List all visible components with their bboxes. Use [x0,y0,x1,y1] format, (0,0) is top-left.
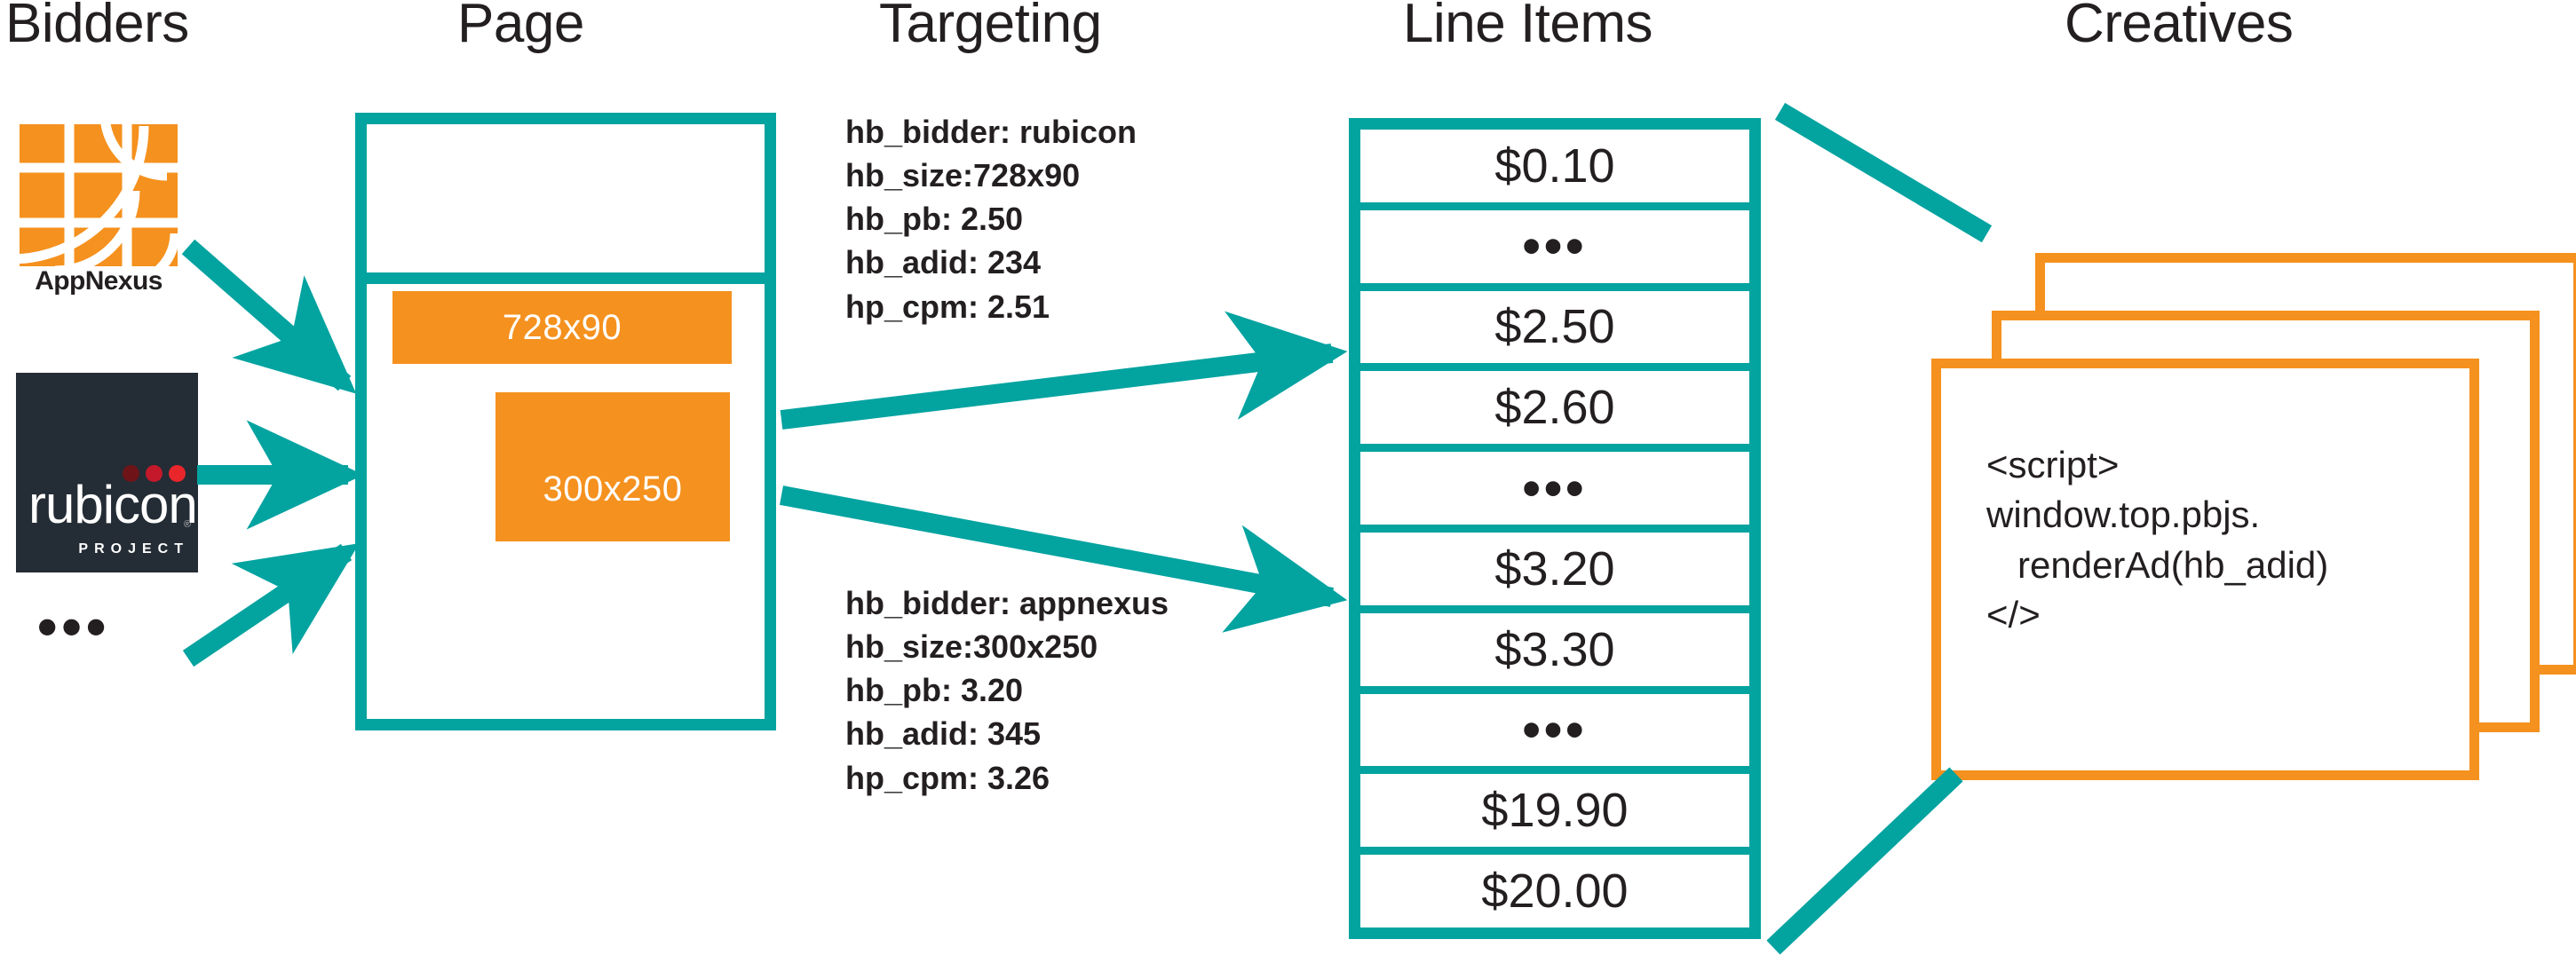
arrow-appnexus-to-page [181,239,357,394]
line-item-row: ••• [1360,693,1749,767]
appnexus-wordmark: AppNexus [35,266,162,296]
line-item-row: ••• [1360,209,1749,283]
targeting-block-appnexus: hb_bidder: appnexus hb_size:300x250 hb_p… [845,585,1169,796]
rubicon-wordmark: rubicon [28,475,198,534]
rubicon-project-logo-icon: rubicon ® PROJECT [16,373,198,572]
bidders-more-ellipsis: ••• [37,595,111,659]
arrow-other-bidders-to-page [182,543,360,667]
column-title-bidders: Bidders [5,0,189,54]
column-title-page: Page [457,0,584,54]
ad-slot-300x250[interactable]: 300x250 [495,392,730,541]
creative-code-snippet: <script> window.top.pbjs. renderAd(hb_ad… [1986,444,2329,635]
line-item-row[interactable]: $3.30 [1360,612,1749,686]
rubicon-dots [123,465,186,482]
line-item-row[interactable]: $2.50 [1360,290,1749,364]
appnexus-logo-icon [20,124,178,266]
targeting-block-rubicon: hb_bidder: rubicon hb_size:728x90 hb_pb:… [845,114,1137,325]
line-item-row[interactable]: $19.90 [1360,774,1749,848]
connector-line-items-to-creatives-top [1774,102,1993,243]
line-item-row: ••• [1360,452,1749,525]
line-item-row[interactable]: $2.60 [1360,371,1749,445]
column-title-targeting: Targeting [879,0,1102,54]
line-item-row[interactable]: $0.10 [1360,130,1749,202]
ad-slot-728x90[interactable]: 728x90 [392,291,732,364]
rubicon-registered-mark: ® [183,519,191,530]
page-header-divider [355,272,776,284]
rubicon-project-subtitle: PROJECT [78,541,189,556]
line-items-table: $0.10 ••• $2.50 $2.60 ••• $3.20 $3.30 ••… [1349,118,1761,939]
connector-line-items-to-creatives-bottom [1766,767,1963,955]
line-item-row[interactable]: $20.00 [1360,855,1749,927]
creative-card-front[interactable] [1931,359,2479,780]
arrow-page-to-line-item-250 [780,311,1348,430]
column-title-creatives: Creatives [2065,0,2294,54]
line-item-row[interactable]: $3.20 [1360,532,1749,605]
column-title-line-items: Line Items [1403,0,1653,54]
